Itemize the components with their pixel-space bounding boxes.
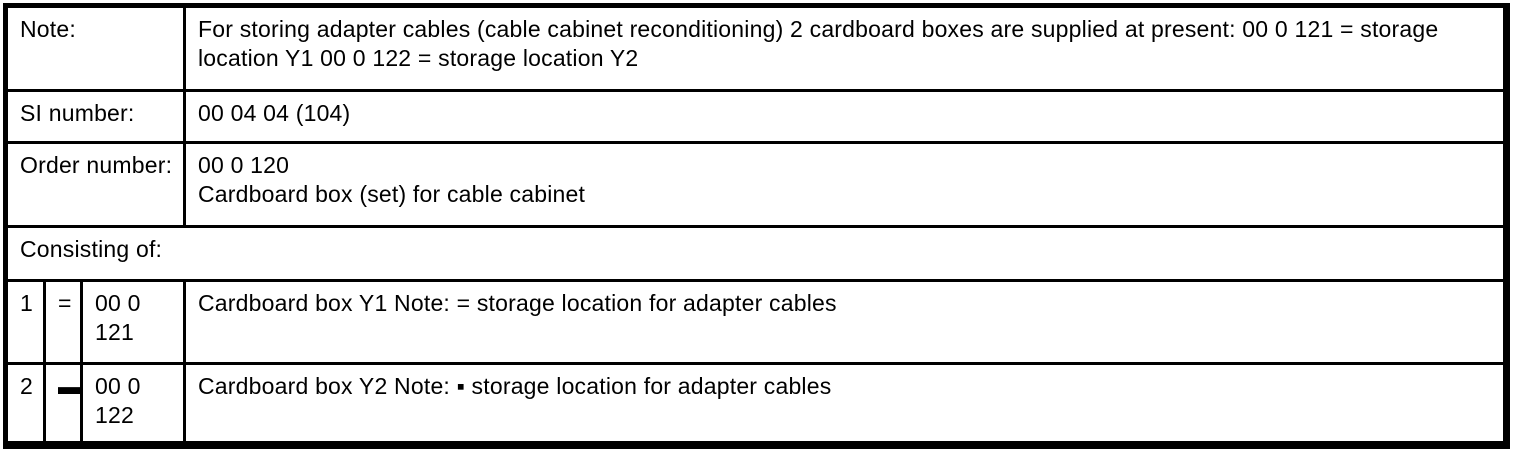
item-2-description: Cardboard box Y2 Note: ▪ storage locatio… <box>183 362 1508 446</box>
item-row-2: 2 ▬ 00 0 122 Cardboard box Y2 Note: ▪ st… <box>4 362 1508 446</box>
note-value: For storing adapter cables (cable cabine… <box>183 4 1508 92</box>
si-number-value: 00 04 04 (104) <box>183 89 1508 144</box>
item-2-part-number: 00 0 122 <box>80 362 186 446</box>
item-1-number: 1 <box>4 279 46 365</box>
order-number-value: 00 0 120 Cardboard box (set) for cable c… <box>183 141 1508 228</box>
item-row-1: 1 = 00 0 121 Cardboard box Y1 Note: = st… <box>4 279 1508 365</box>
note-label: Note: <box>4 4 186 92</box>
order-number-row: Order number: 00 0 120 Cardboard box (se… <box>4 141 1508 228</box>
parts-info-table: Note: For storing adapter cables (cable … <box>3 3 1510 449</box>
consisting-of-label: Consisting of: <box>4 225 1508 282</box>
item-2-number: 2 <box>4 362 46 446</box>
si-number-row: SI number: 00 04 04 (104) <box>4 89 1508 144</box>
item-2-symbol: ▬ <box>43 362 83 446</box>
item-1-description: Cardboard box Y1 Note: = storage locatio… <box>183 279 1508 365</box>
consisting-of-row: Consisting of: <box>4 225 1508 282</box>
item-1-symbol: = <box>43 279 83 365</box>
order-number-label: Order number: <box>4 141 186 228</box>
si-number-label: SI number: <box>4 89 186 144</box>
note-row: Note: For storing adapter cables (cable … <box>4 4 1508 92</box>
item-1-part-number: 00 0 121 <box>80 279 186 365</box>
